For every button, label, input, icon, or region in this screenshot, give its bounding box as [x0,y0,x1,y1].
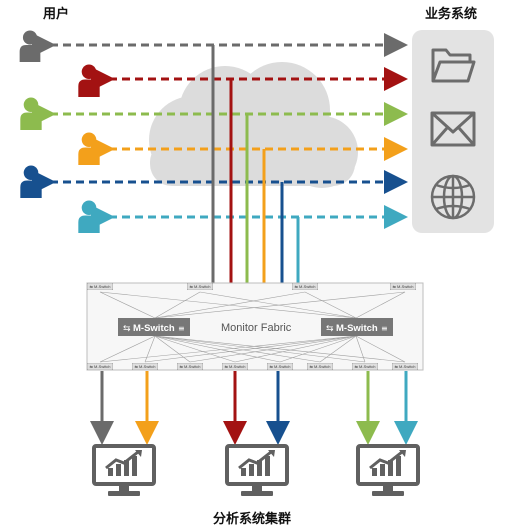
user-icon-teal [78,200,100,233]
user-icon-red [78,64,100,97]
user-icon-orange [78,132,100,165]
monitor-icon-1 [92,444,156,498]
mini-switch-bottom-1 [87,363,113,370]
fabric-mesh [99,291,406,363]
business-systems-label: 业务系统 [425,6,478,21]
m-switch-left-label: M-Switch [133,323,175,334]
user-icon-green [20,97,42,130]
fabric-title: Monitor Fabric [221,322,292,334]
cloud-icon [149,62,358,188]
svg-text:⇆: ⇆ [326,324,334,334]
analysis-cluster-label: 分析系统集群 [213,511,292,526]
mini-switch-bottom-7 [352,363,378,370]
user-icon-gray [19,30,41,62]
mini-switch-top-2 [187,283,213,290]
mini-switch-top-3 [292,283,318,290]
mail-icon [430,111,476,147]
users-label: 用户 [43,6,70,21]
mini-switch-bottom-3 [177,363,203,370]
monitor-icon-3 [356,444,420,498]
svg-text:⇆: ⇆ [123,324,131,334]
m-switch-right: ⇆ M-Switch ≡ [321,318,393,336]
mini-switch-top-4 [390,283,416,290]
mini-switch-bottom-5 [267,363,293,370]
mini-switch-bottom-8 [392,363,418,370]
mini-switch-bottom-2 [132,363,158,370]
m-switch-right-label: M-Switch [336,323,378,334]
globe-icon [430,174,476,220]
mini-switch-top-1 [87,283,113,290]
m-switch-left: ⇆ M-Switch ≡ [118,318,190,336]
svg-text:≡: ≡ [381,324,388,333]
mini-switch-bottom-4 [222,363,248,370]
user-icon-blue [20,165,42,198]
monitor-icon-2 [225,444,289,498]
svg-text:≡: ≡ [178,324,185,333]
folder-icon [431,48,476,83]
mini-switch-bottom-6 [307,363,333,370]
